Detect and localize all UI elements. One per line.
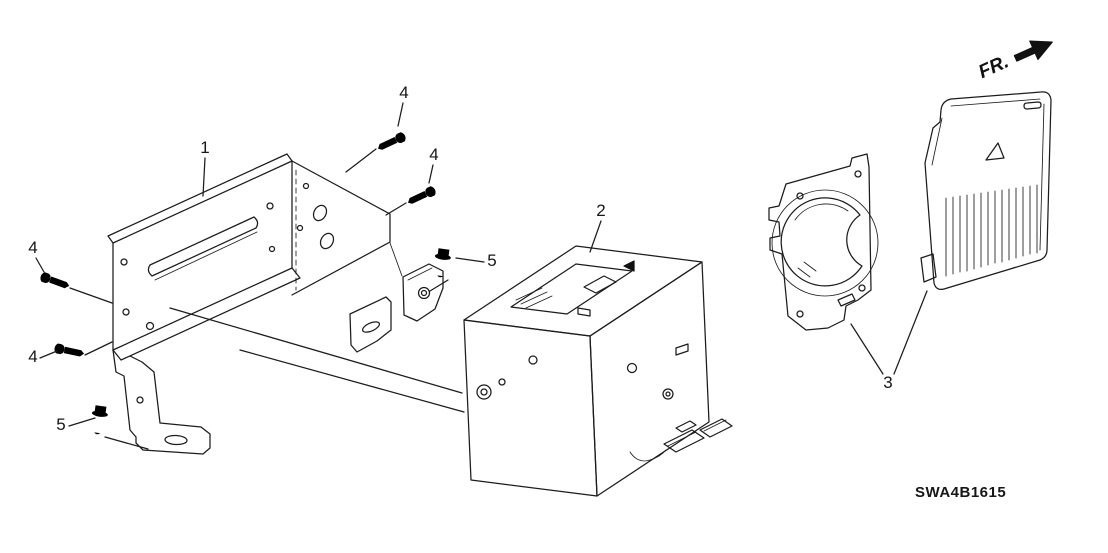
part-callout-4b: 4 <box>429 145 438 164</box>
part-callout-4d: 4 <box>28 347 37 366</box>
part-callout-1: 1 <box>200 138 209 157</box>
part-callout-5a: 5 <box>487 251 496 270</box>
diagram-labels: 1 2 3 4 4 4 4 5 5 FR. SWA4B1615 <box>28 51 1012 501</box>
part-callout-2: 2 <box>596 201 605 220</box>
screw-icon <box>39 271 71 292</box>
bracket-part-1 <box>107 153 444 455</box>
diagram-code-label: SWA4B1615 <box>915 484 1006 501</box>
fr-direction-label: FR. <box>976 51 1013 83</box>
flange-bolt-icon <box>432 247 452 279</box>
part-callout-4a: 4 <box>399 83 408 102</box>
part-callout-4c: 4 <box>28 238 37 257</box>
ring-bracket-part-3a <box>768 153 879 331</box>
control-unit-part-2 <box>463 245 733 497</box>
cover-part-3b <box>920 91 1052 290</box>
fr-direction-indicator <box>1013 40 1053 62</box>
part-callout-3: 3 <box>883 373 892 392</box>
flange-bolt-icon <box>89 404 109 436</box>
screw-icon <box>405 185 438 207</box>
leader-lines <box>35 102 928 450</box>
screw-icon <box>375 131 408 153</box>
screw-icon <box>53 342 86 359</box>
part-callout-5b: 5 <box>56 415 65 434</box>
fr-arrow-icon <box>1013 40 1053 62</box>
